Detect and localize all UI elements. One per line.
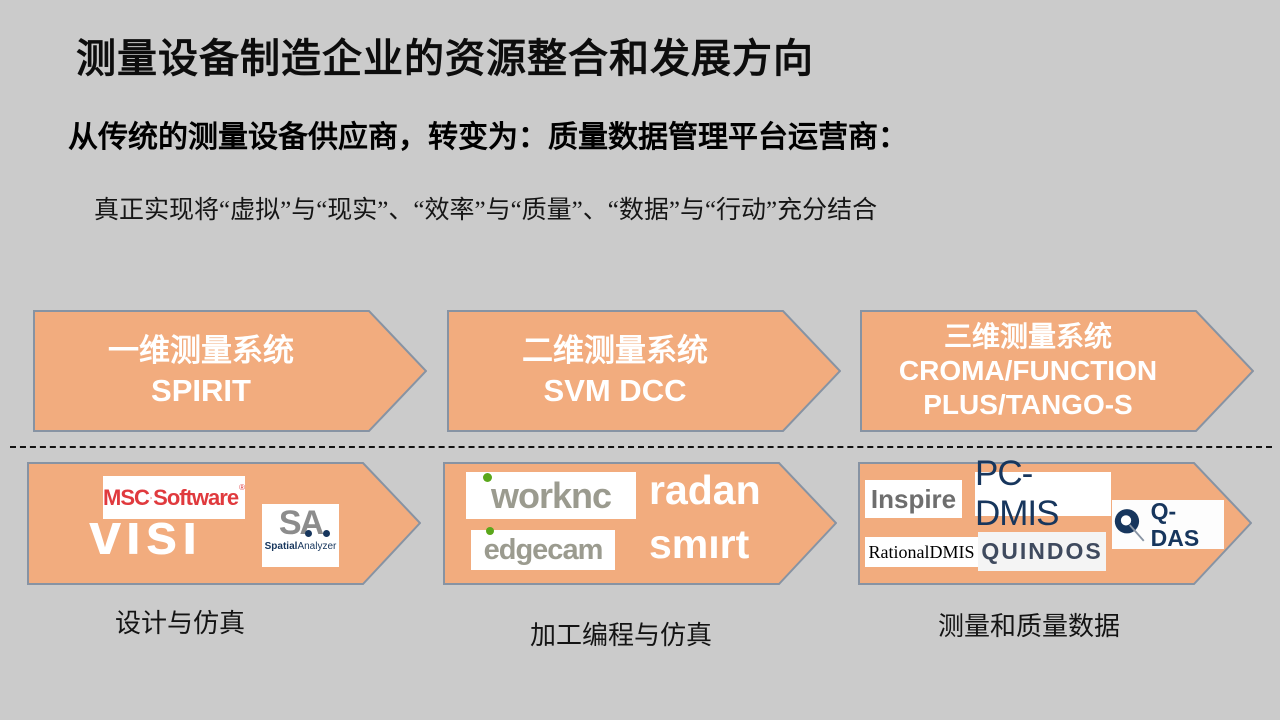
msc-text: MSC — [103, 484, 150, 510]
arrow-3d-measurement: 三维测量系统 CROMA/FUNCTION PLUS/TANGO-S — [860, 310, 1254, 432]
sa-spatial: Spatial — [264, 541, 298, 553]
msc-swoosh-icon — [149, 496, 153, 499]
arrow-label: 三维测量系统 CROMA/FUNCTION PLUS/TANGO-S — [860, 310, 1254, 432]
page-title: 测量设备制造企业的资源整合和发展方向 — [76, 37, 814, 81]
msc-software-logo: MSC Software ® — [103, 476, 245, 519]
arrow-shape — [447, 310, 841, 432]
inspire-text: Inspire — [870, 483, 957, 514]
q-das-text: Q-DAS — [1150, 497, 1200, 551]
sa-dot-icon — [323, 530, 331, 538]
arrow-2d-measurement: 二维测量系统 SVM DCC — [447, 310, 841, 432]
arrow-measurement-quality-data: Inspire PC-DMIS Q-DAS RationalDMIS QUIND… — [858, 454, 1252, 585]
quindos-text: QUINDOS — [981, 538, 1103, 564]
pc-dmis-logo: PC-DMIS — [975, 454, 1111, 533]
spatialanalyzer-logo: SA SpatialAnalyzer — [262, 504, 339, 567]
q-das-logo: Q-DAS — [1112, 497, 1224, 551]
registered-mark: ® — [239, 483, 245, 492]
radan-logo: radan — [649, 467, 761, 513]
arrow-label: 二维测量系统 SVM DCC — [447, 310, 841, 432]
sa-text: SA — [278, 504, 324, 542]
arrow-design-simulation: MSC Software ® visi SA SpatialAnalyzer — [27, 462, 421, 585]
quindos-logo: QUINDOS — [978, 532, 1106, 571]
arrow-label-line: 二维测量系统 — [522, 332, 708, 368]
visi-logo: visi — [89, 502, 202, 567]
slide-tagline: 真正实现将“虚拟”与“现实”、“效率”与“质量”、“数据”与“行动”充分结合 — [94, 197, 878, 224]
worknc-label: worknc — [490, 474, 612, 516]
pc-dmis-text: PC-DMIS — [975, 454, 1060, 533]
worknc-logo: worknc — [466, 472, 636, 519]
arrow-shape — [33, 310, 427, 432]
slide-subtitle: 从传统的测量设备供应商，转变为：质量数据管理平台运营商： — [68, 121, 908, 154]
arrow-cam-programming: worknc radan edgecam smırt — [443, 462, 837, 585]
rationaldmis-text: RationalDMIS — [868, 541, 975, 562]
arrow-label: 一维测量系统 SPIRIT — [33, 310, 427, 432]
worknc-text: worknc — [482, 472, 612, 517]
msc-text: Software — [153, 484, 239, 510]
edgecam-text: edgecam — [483, 526, 604, 567]
dashed-divider — [10, 446, 1272, 448]
sa-analyzer: Analyzer — [297, 541, 337, 553]
arrow-shape — [860, 310, 1254, 432]
q-das-circle-icon — [1114, 508, 1145, 542]
rationaldmis-logo: RationalDMIS — [865, 537, 978, 567]
edgecam-logo: edgecam — [471, 526, 615, 570]
arrow-label-line: SPIRIT — [151, 373, 251, 408]
arrow-label-line: SVM DCC — [543, 373, 687, 408]
sa-subtext: SpatialAnalyzer — [265, 541, 337, 552]
green-dot-icon — [482, 472, 492, 482]
arrow-label-line: CROMA/FUNCTION — [898, 354, 1158, 386]
smirt-logo: smırt — [649, 521, 750, 567]
arrow-label-line: PLUS/TANGO-S — [923, 389, 1133, 421]
caption-design-simulation: 设计与仿真 — [115, 608, 246, 638]
edgecam-label: edgecam — [483, 533, 604, 566]
green-dot-icon — [485, 526, 494, 535]
sa-letters: SA — [278, 504, 331, 542]
arrow-label-line: 一维测量系统 — [108, 332, 294, 368]
inspire-logo: Inspire — [865, 480, 962, 518]
caption-measurement-quality: 测量和质量数据 — [938, 611, 1121, 641]
sa-dot-icon — [304, 530, 312, 538]
arrow-1d-measurement: 一维测量系统 SPIRIT — [33, 310, 427, 432]
caption-cam-programming: 加工编程与仿真 — [530, 620, 713, 650]
arrow-label-line: 三维测量系统 — [943, 320, 1112, 352]
